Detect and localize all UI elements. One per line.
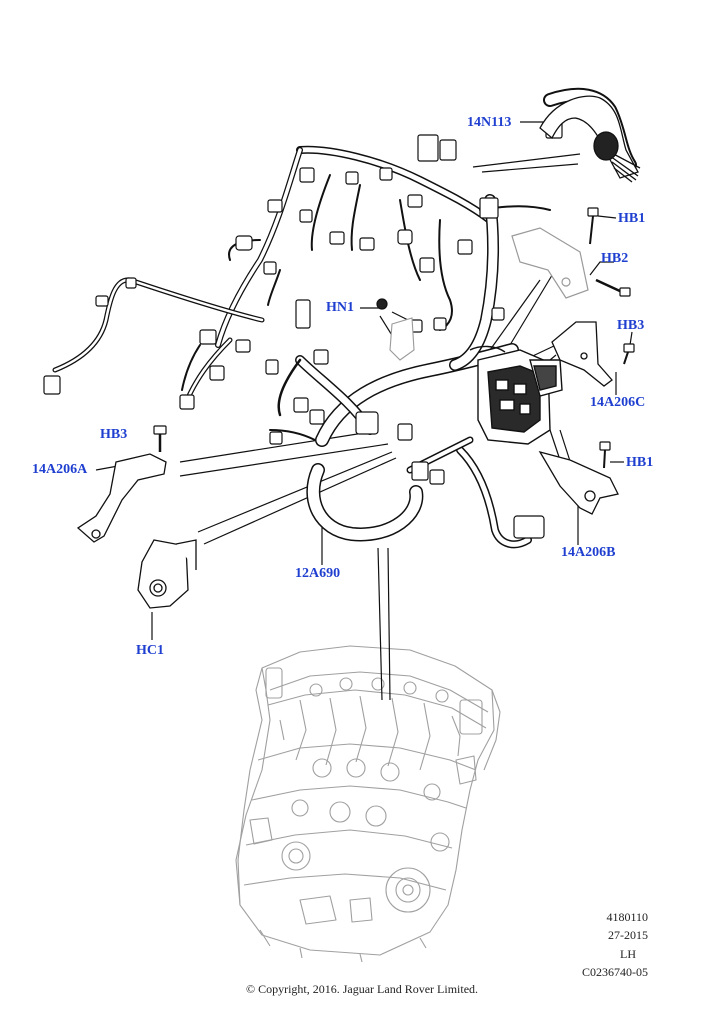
harness-14N113 <box>539 95 641 183</box>
figure-number: 4180110 <box>606 910 648 924</box>
callout-14N113[interactable]: 14N113 <box>467 115 512 130</box>
callout-hb2[interactable]: HB2 <box>601 251 629 266</box>
bolt-hb3-left <box>153 425 167 452</box>
junction-box <box>469 345 563 445</box>
copyright-notice: © Copyright, 2016. Jaguar Land Rover Lim… <box>245 982 479 996</box>
connectors <box>43 117 563 539</box>
callout-hc1[interactable]: HC1 <box>136 643 164 658</box>
callout-hb1-bottom[interactable]: HB1 <box>626 455 654 470</box>
callout-14A206A[interactable]: 14A206A <box>32 462 88 477</box>
bracket-HC1 <box>137 539 197 609</box>
illustration-id: C0236740-05 <box>582 965 648 979</box>
bracket-14A206A <box>76 453 167 543</box>
callout-hb1-top[interactable]: HB1 <box>618 211 646 226</box>
callout-hb3-left[interactable]: HB3 <box>100 427 128 442</box>
callout-hn1[interactable]: HN1 <box>326 300 354 315</box>
bracket-14A206B <box>538 450 619 515</box>
side-indicator: LH <box>620 947 636 961</box>
bolt-hb3-right <box>623 343 635 365</box>
callout-hb3-right[interactable]: HB3 <box>617 318 645 333</box>
date-code: 27-2015 <box>608 928 648 942</box>
leader-lines <box>95 121 633 701</box>
bracket-14A206C <box>551 321 613 387</box>
bracket-top-right <box>511 227 589 299</box>
bolt-hb1-bottom <box>599 441 611 469</box>
clip-hn1 <box>389 317 415 361</box>
engine-block <box>235 645 501 963</box>
nut-hn1 <box>376 298 388 310</box>
bolt-hb2 <box>595 278 631 297</box>
callout-12A690[interactable]: 12A690 <box>295 566 341 581</box>
callout-14A206B[interactable]: 14A206B <box>561 545 616 560</box>
bolt-hb1-top <box>587 207 599 245</box>
callout-14A206C[interactable]: 14A206C <box>590 395 646 410</box>
